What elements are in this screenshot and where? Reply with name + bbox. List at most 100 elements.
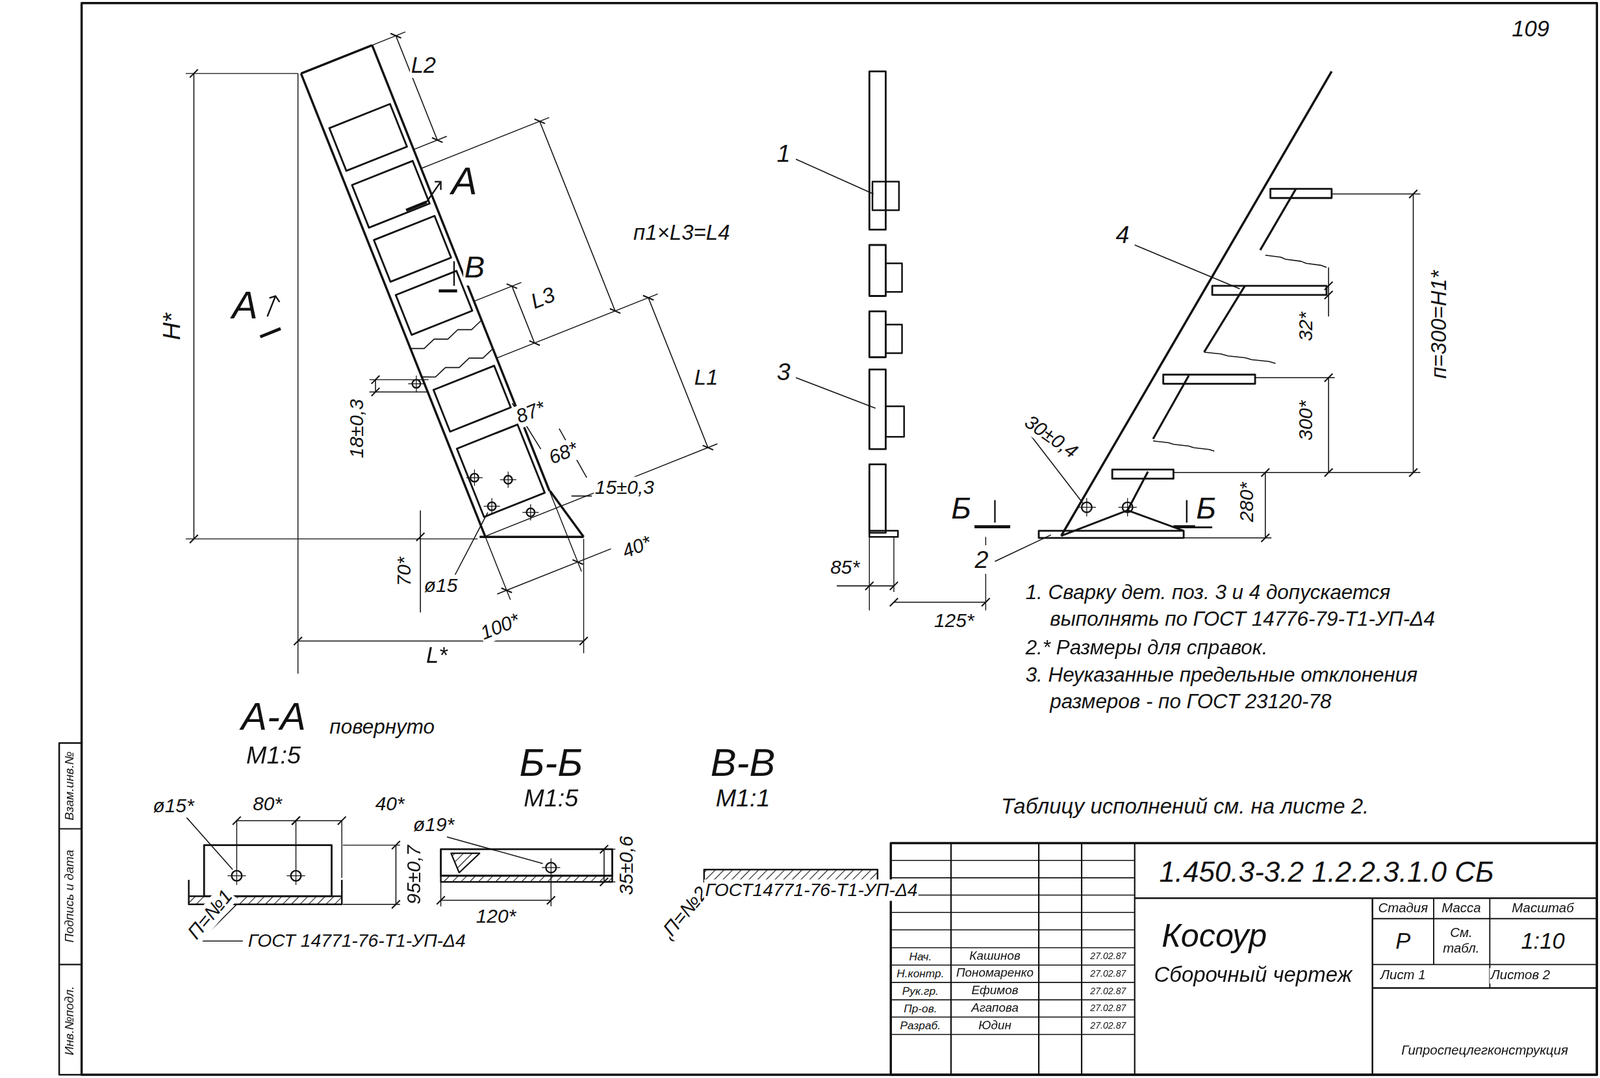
drawing-label: В xyxy=(463,249,486,285)
stringer-side xyxy=(869,311,886,358)
angle-plate xyxy=(872,181,900,211)
drawing-label: Агапова xyxy=(970,1001,1020,1016)
section-arrow xyxy=(434,181,441,191)
dimension-line xyxy=(869,585,894,587)
dimension-tick xyxy=(546,895,556,905)
title-block-rule xyxy=(890,928,1135,931)
drawing-label: Таблицу исполнений см. на листе 2. xyxy=(999,793,1370,819)
extension-line xyxy=(583,538,585,653)
extension-line xyxy=(236,820,238,868)
dimension-tick xyxy=(391,840,401,850)
dimension-tick xyxy=(1324,373,1334,382)
drawing-label: 40* xyxy=(618,530,656,564)
drawing-label: Б-Б xyxy=(518,741,585,787)
step-plate xyxy=(1112,469,1174,479)
extension-line xyxy=(369,391,429,392)
dimension-line xyxy=(296,819,343,822)
drawing-label: Юдин xyxy=(977,1018,1013,1033)
section-arrow xyxy=(269,296,280,303)
title-block-rule xyxy=(890,981,1135,983)
extension-line xyxy=(420,117,549,169)
title-block-rule xyxy=(1371,897,1374,1075)
drawing-label: Подпись и дата xyxy=(63,848,78,944)
leader-line xyxy=(200,939,243,942)
drawing-label: 18±0,3 xyxy=(346,398,369,460)
center-mark xyxy=(550,858,552,877)
step-plate xyxy=(374,215,452,282)
stringer-bottom xyxy=(479,535,584,538)
dimension-line xyxy=(395,845,397,905)
dimension-tick xyxy=(702,442,714,453)
dimension-tick xyxy=(1324,291,1334,300)
leader-line xyxy=(446,836,544,864)
section-arrow xyxy=(453,261,455,286)
title-block-rule xyxy=(890,876,1135,879)
drawing-label: П=№1 xyxy=(182,884,238,944)
dimension-tick xyxy=(889,597,899,607)
drawing-label: 95±0,7 xyxy=(403,843,426,905)
title-block-rule xyxy=(1372,963,1598,965)
base-plate xyxy=(869,530,898,537)
drawing-label: 27.02.87 xyxy=(1089,1020,1128,1031)
drawing-label: L3 xyxy=(526,281,560,315)
drawing-label: Инв.№подл. xyxy=(63,984,78,1057)
dimension-line xyxy=(893,601,986,603)
drawing-label: 70* xyxy=(393,556,416,588)
drawing-label: Листов 2 xyxy=(1489,967,1552,983)
stamp-column xyxy=(59,743,82,1076)
extension-line xyxy=(185,72,299,74)
drawing-label: 85* xyxy=(829,556,861,579)
angle-plate xyxy=(885,263,902,292)
title-block-rule xyxy=(890,947,1135,949)
drawing-label: ø15* xyxy=(152,795,195,818)
leader-line xyxy=(995,534,1052,562)
drawing-label: Рук.гр. xyxy=(901,984,940,998)
channel-section xyxy=(187,879,190,896)
stamp-divider xyxy=(59,827,82,829)
title-block-rule xyxy=(890,1033,1135,1035)
drawing-label: Пономаренко xyxy=(954,966,1035,981)
center-mark xyxy=(1086,498,1087,517)
extension-line xyxy=(496,293,659,358)
dimension-tick xyxy=(600,877,609,887)
break-line xyxy=(421,348,495,382)
drawing-label: 109 xyxy=(1511,15,1551,42)
stringer-end xyxy=(300,45,372,75)
drawing-label: 32* xyxy=(1294,311,1317,343)
drawing-label: Пр-ов. xyxy=(902,1001,939,1015)
title-block-rule xyxy=(1134,897,1598,900)
extension-line xyxy=(1331,193,1421,195)
drawing-label: ГОСТ14771-76-Т1-УП-Δ4 xyxy=(704,878,919,900)
drawing-label: L1 xyxy=(693,365,720,390)
drawing-label: Р xyxy=(1394,927,1412,954)
stringer-edge xyxy=(1127,471,1148,511)
leader-line xyxy=(185,816,233,870)
drawing-label: 15±0,3 xyxy=(593,476,655,499)
leader-line xyxy=(1134,244,1241,290)
drawing-label: 30±0,4 xyxy=(1019,409,1083,464)
channel-section xyxy=(441,849,613,876)
dimension-tick xyxy=(1409,468,1418,477)
drawing-label: п=300=Н1* xyxy=(1426,269,1452,381)
drawing-label: А-А xyxy=(240,695,308,740)
title-block-rule xyxy=(1433,897,1435,965)
drawing-label: повернуто xyxy=(328,714,436,738)
extension-line xyxy=(893,536,894,592)
break-line xyxy=(1265,255,1327,268)
title-block-rule xyxy=(890,859,1135,861)
center-mark xyxy=(530,504,531,521)
section-mark xyxy=(406,202,427,211)
title-block-rule xyxy=(1372,917,1598,920)
drawing-label: 3 xyxy=(775,357,792,386)
center-mark xyxy=(474,469,475,486)
dimension-line xyxy=(1412,193,1415,473)
drawing-label: Взам.инв.№ xyxy=(63,750,78,822)
stringer-side xyxy=(869,244,886,297)
dimension-tick xyxy=(1260,468,1270,477)
extension-line xyxy=(869,536,870,610)
dimension-tick xyxy=(1409,189,1418,199)
step-plate xyxy=(329,103,408,171)
dimension-line xyxy=(603,849,605,882)
